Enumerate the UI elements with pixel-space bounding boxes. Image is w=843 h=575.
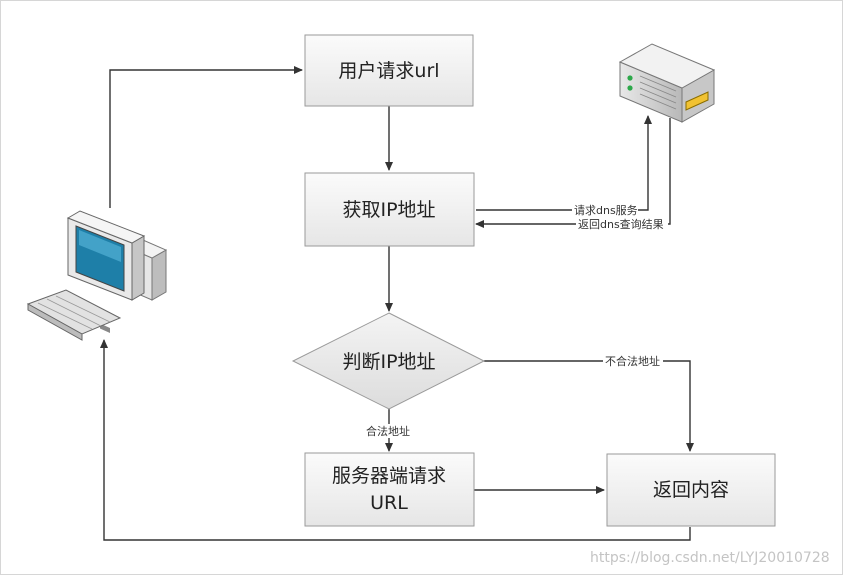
edge-label-bg — [572, 203, 638, 217]
node-return-content-label: 返回内容 — [653, 479, 729, 501]
edge-label-return-dns: 返回dns查询结果 — [578, 217, 664, 231]
edge-label-illegal: 不合法地址 — [605, 354, 660, 368]
edge-label-legal: 合法地址 — [366, 424, 410, 438]
node-server-request: 服务器端请求 URL — [304, 452, 475, 527]
node-get-ip-label: 获取IP地址 — [342, 199, 435, 221]
node-user-request: 用户请求url — [304, 34, 474, 107]
edge-label-bg — [576, 217, 668, 231]
node-get-ip: 获取IP地址 — [304, 172, 475, 247]
edge-judge-to-return — [484, 360, 694, 452]
node-judge-ip-label: 判断IP地址 — [342, 351, 435, 373]
edge-request-dns — [476, 115, 652, 211]
edge-label-bg — [603, 354, 663, 368]
watermark: https://blog.csdn.net/LYJ20010728 — [590, 550, 830, 566]
edge-computer-to-request — [109, 66, 303, 208]
node-return-content: 返回内容 — [606, 453, 776, 527]
computer-icon — [26, 210, 168, 341]
edge-label-bg — [364, 424, 414, 438]
edge-label-request-dns: 请求dns服务 — [574, 204, 638, 217]
node-judge-ip: 判断IP地址 — [291, 312, 486, 410]
node-server-request-label-2: URL — [370, 492, 408, 514]
node-server-request-label-1: 服务器端请求 — [332, 465, 446, 487]
node-user-request-label: 用户请求url — [338, 60, 439, 82]
server-icon — [618, 43, 716, 123]
edge-return-to-computer — [100, 339, 691, 541]
edge-return-dns — [475, 118, 671, 228]
